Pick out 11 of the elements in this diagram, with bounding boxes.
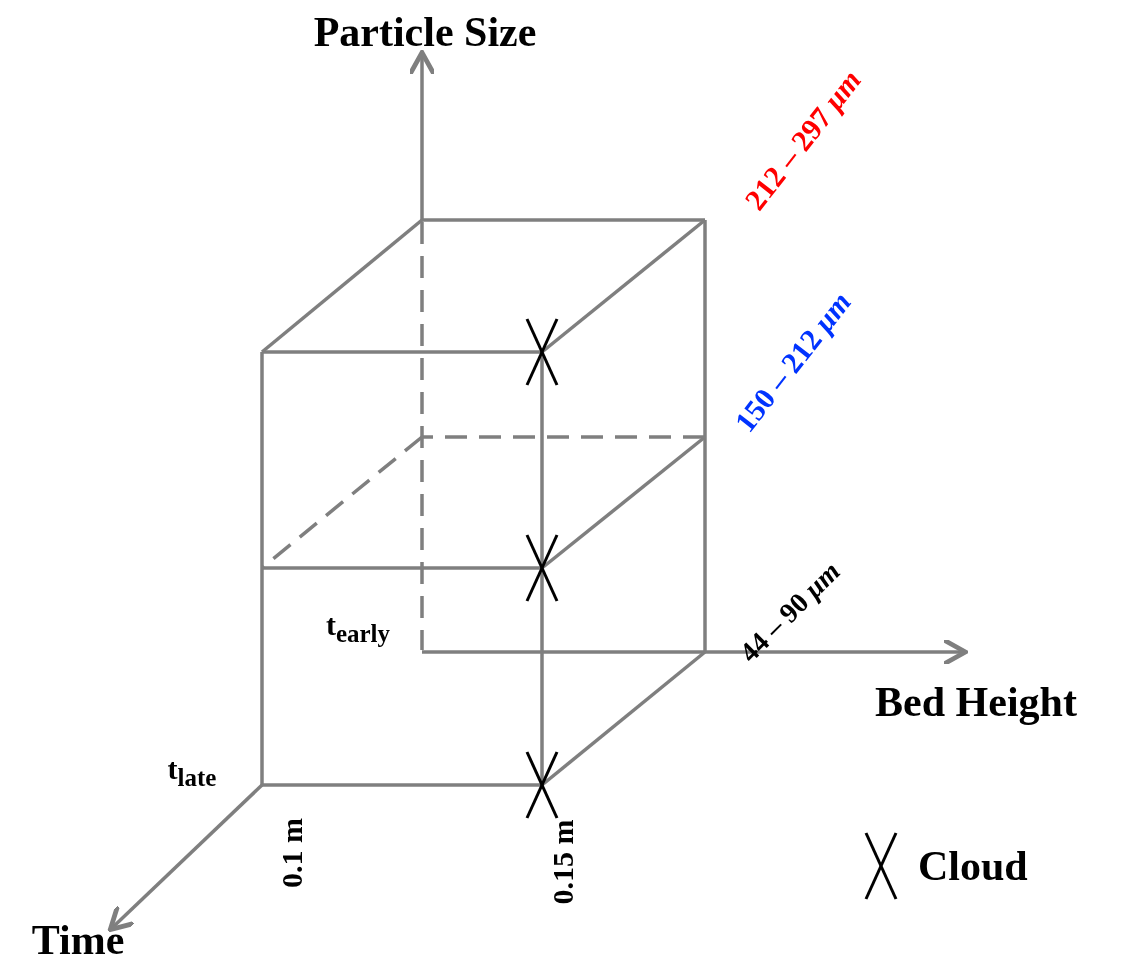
range-label: 150 – 212 μm (729, 286, 857, 438)
legend-text: Cloud (918, 845, 1028, 887)
axis-label: Bed Height (875, 681, 1077, 723)
axis-label: Time (31, 919, 125, 960)
range-label: 212 – 297 μm (739, 64, 867, 216)
time-label: t$_{late}$ (167, 754, 217, 790)
time-label: t$_{early}$ (325, 610, 391, 646)
axis-label: Particle Size (313, 11, 537, 53)
tick-label: 0.15 m (548, 819, 578, 905)
tick-label: 0.1 m (277, 818, 307, 888)
range-label: 44 – 90 μm (734, 556, 846, 668)
